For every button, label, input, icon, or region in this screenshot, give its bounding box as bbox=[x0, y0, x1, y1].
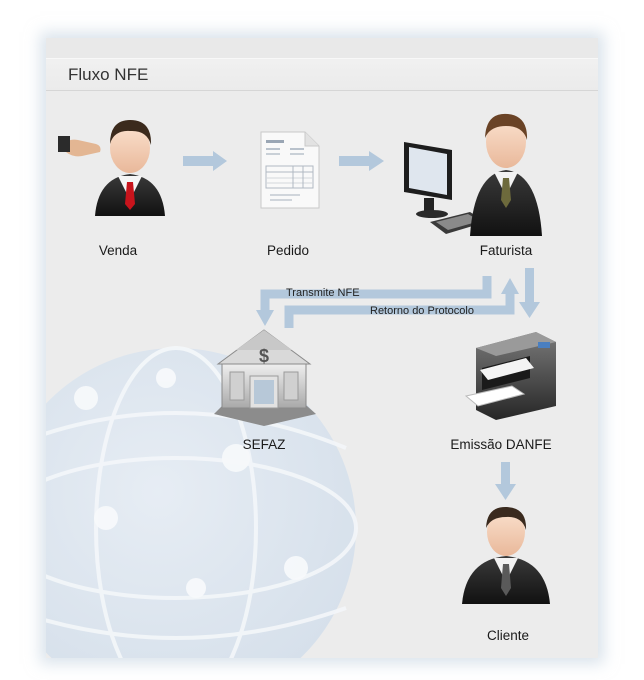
edge-label-transmite: Transmite NFE bbox=[286, 287, 360, 299]
bank-building-icon: $ bbox=[214, 329, 316, 426]
node-label-emissao: Emissão DANFE bbox=[450, 437, 552, 452]
arrow-faturista-emissao bbox=[519, 268, 540, 318]
node-label-sefaz: SEFAZ bbox=[242, 437, 286, 452]
svg-text:$: $ bbox=[259, 346, 269, 366]
computer-operator-icon bbox=[404, 113, 542, 236]
node-label-faturista: Faturista bbox=[479, 243, 533, 258]
arrow-pedido-faturista bbox=[339, 151, 384, 171]
node-label-pedido: Pedido bbox=[266, 243, 310, 258]
node-label-venda: Venda bbox=[98, 243, 138, 258]
handshake-businessman-icon bbox=[58, 120, 165, 216]
arrow-transmite-nfe bbox=[256, 276, 492, 326]
printer-icon bbox=[464, 332, 556, 420]
node-label-cliente: Cliente bbox=[486, 628, 530, 643]
invoice-document-icon bbox=[260, 131, 320, 209]
arrow-emissao-cliente bbox=[495, 462, 516, 500]
businessman-icon bbox=[462, 506, 550, 604]
page-title: Fluxo NFE bbox=[68, 65, 149, 84]
edge-label-retorno: Retorno do Protocolo bbox=[370, 305, 474, 317]
globe-background-icon bbox=[46, 346, 358, 658]
arrow-venda-pedido bbox=[183, 151, 227, 171]
panel-header: Fluxo NFE bbox=[46, 38, 598, 91]
arrow-retorno-protocolo bbox=[284, 278, 519, 328]
